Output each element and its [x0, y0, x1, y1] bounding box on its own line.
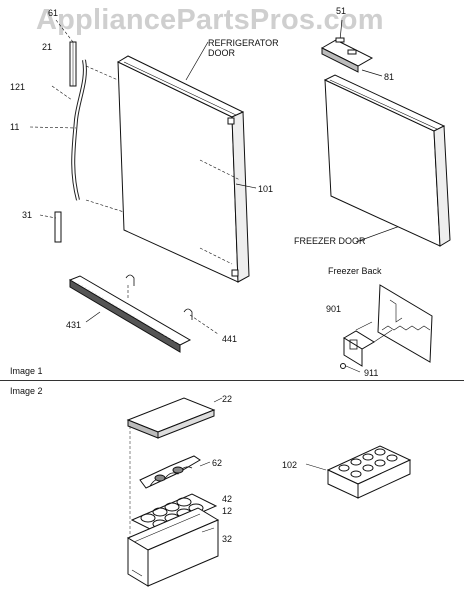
watermark: AppliancePartsPros.com [36, 4, 384, 36]
callout-22: 22 [222, 394, 233, 404]
freezer-hinge [320, 37, 374, 73]
callout-101: 101 [258, 184, 274, 194]
callout-21: 21 [42, 42, 53, 52]
freezer-door-label: FREEZER DOOR [294, 236, 366, 246]
callout-42: 42 [222, 494, 233, 504]
section-image-1: Image 1 [10, 366, 43, 376]
callout-81: 81 [384, 72, 395, 82]
refrigerator-door-label-2: DOOR [208, 48, 235, 58]
callout-31: 31 [22, 210, 33, 220]
section-image-2: Image 2 [10, 386, 43, 396]
section-divider [0, 380, 464, 381]
callout-11: 11 [10, 122, 20, 132]
callout-12: 12 [222, 506, 233, 516]
refrigerator-door [116, 55, 250, 283]
callout-102: 102 [282, 460, 298, 470]
callout-51: 51 [336, 6, 347, 16]
callout-901: 901 [326, 304, 342, 314]
callout-441: 441 [222, 334, 238, 344]
callout-911: 911 [364, 368, 379, 378]
callout-32: 32 [222, 534, 233, 544]
kick-plate [68, 274, 193, 353]
ice-rack-102 [305, 445, 412, 499]
callout-431: 431 [66, 320, 82, 330]
refrigerator-door-label: REFRIGERATOR [208, 38, 279, 48]
freezer-door [323, 74, 451, 247]
callout-62: 62 [212, 458, 223, 468]
callout-121: 121 [10, 82, 26, 92]
door-handle [54, 41, 87, 243]
ice-bin-32 [126, 507, 220, 587]
ice-tray-42 [130, 493, 218, 533]
freezer-back-label: Freezer Back [328, 266, 382, 276]
shelf-22 [126, 397, 223, 560]
freezer-back-panel [340, 284, 433, 373]
callout-61: 61 [48, 8, 59, 18]
ice-divider-62 [139, 455, 211, 489]
